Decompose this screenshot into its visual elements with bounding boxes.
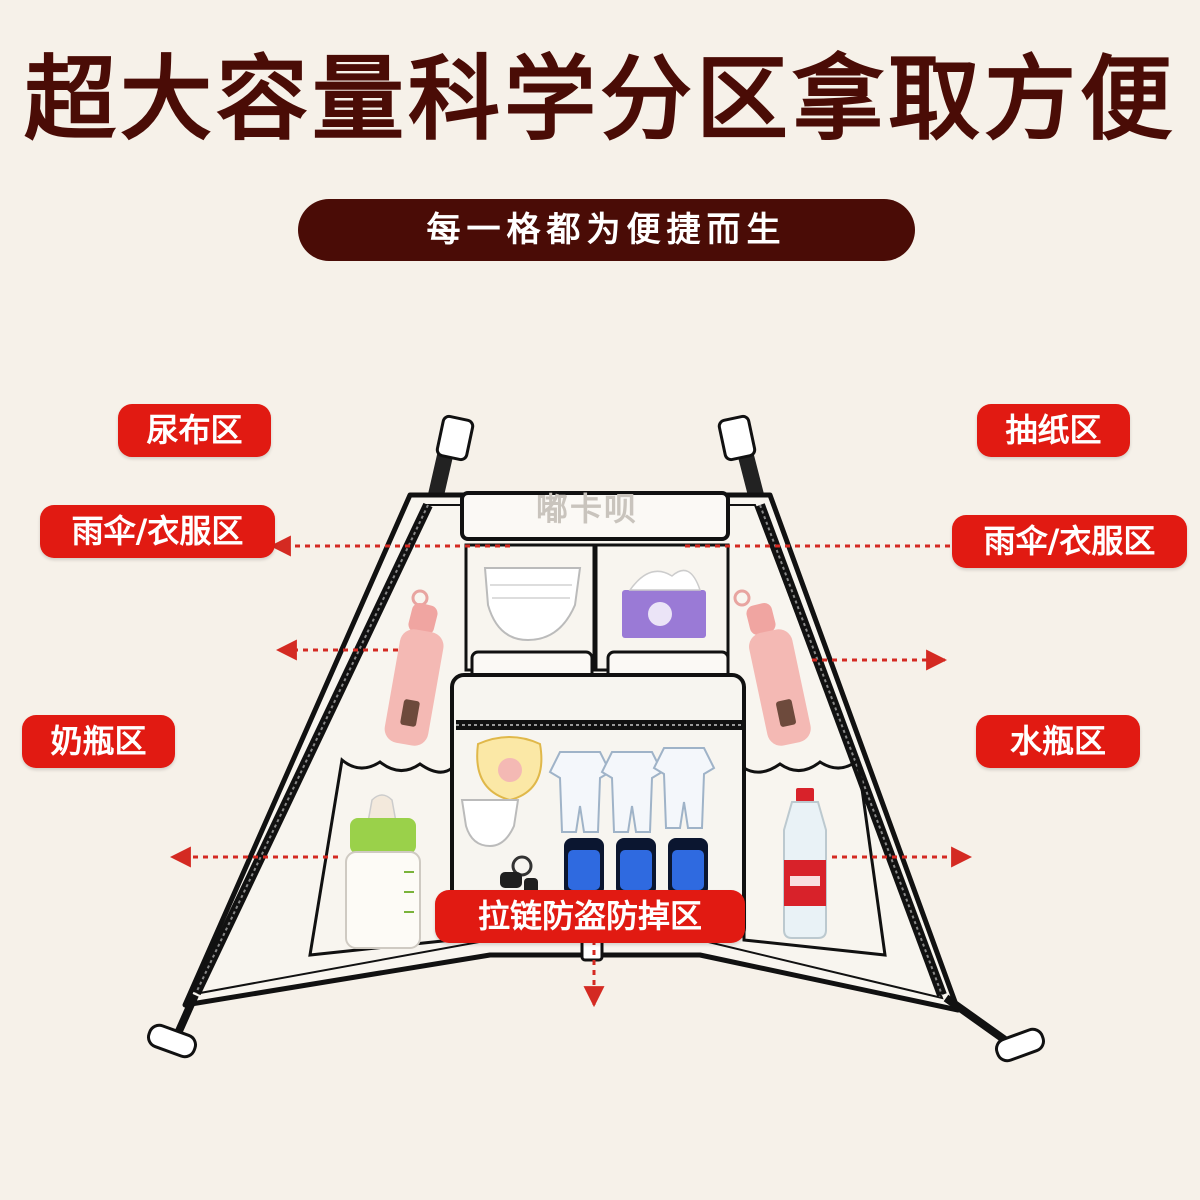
- left-strap: [428, 414, 475, 503]
- label-tissue-zone: 抽纸区: [977, 404, 1130, 457]
- diaper-image: [483, 567, 582, 642]
- water-bottle-image: [783, 788, 827, 939]
- right-mesh-pocket: [742, 757, 887, 957]
- label-umbrella-clothes-zone-right: 雨伞/衣服区: [952, 515, 1187, 568]
- label-water-bottle-zone: 水瓶区: [976, 715, 1140, 768]
- right-clip: [943, 994, 1045, 1063]
- label-bottle-zone: 奶瓶区: [22, 715, 175, 768]
- watermark: 嘟卡呗: [536, 490, 639, 528]
- label-umbrella-clothes-zone-left: 雨伞/衣服区: [40, 505, 275, 558]
- small-diaper-image: [460, 799, 520, 848]
- page-title: 超大容量科学分区拿取方便: [23, 46, 1176, 153]
- right-strap: [717, 414, 764, 503]
- label-diaper-zone: 尿布区: [118, 404, 271, 457]
- phones-image: [564, 838, 708, 896]
- top-flap: [460, 491, 730, 541]
- baby-bottle-image: [345, 794, 421, 949]
- baby-clothes-image: [548, 747, 716, 833]
- bib-image: [476, 736, 543, 802]
- left-umbrella-image: [384, 589, 444, 746]
- left-clip: [147, 993, 199, 1059]
- right-umbrella-image: [733, 589, 811, 746]
- subtitle-banner: 每一格都为便捷而生: [298, 199, 915, 261]
- callout-arrows: [169, 535, 973, 1008]
- left-mesh-pocket: [308, 757, 454, 957]
- tissue-box-image: [622, 569, 706, 638]
- label-zipper-zone: 拉链防盗防掉区: [435, 890, 745, 943]
